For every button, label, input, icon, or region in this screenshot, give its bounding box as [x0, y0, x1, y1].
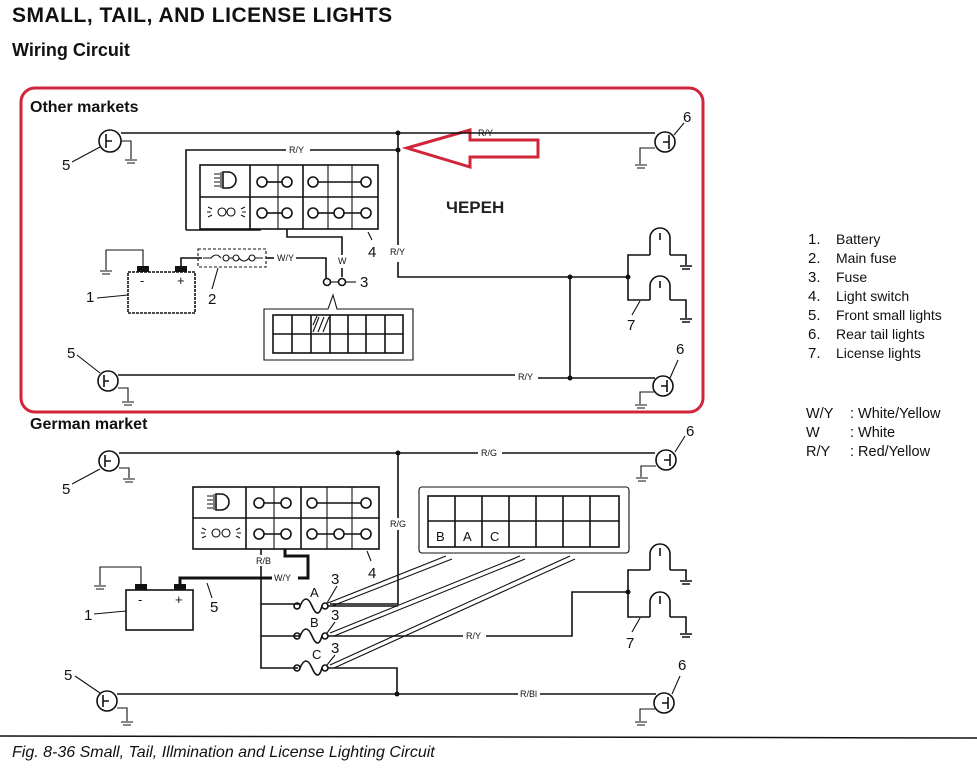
part-number-6: 6 — [683, 109, 691, 126]
front-light-icon — [76, 354, 134, 406]
wire-label-ry: R/Y — [289, 145, 304, 155]
legend-item: 5.Front small lights — [808, 307, 942, 324]
wire-label-wy: W/Y — [274, 573, 291, 583]
wire-label-rg: R/G — [390, 519, 406, 529]
wire-label-rg: R/G — [481, 448, 497, 458]
battery-icon: - + — [94, 566, 194, 631]
battery-positive: + — [175, 592, 183, 607]
part-number-3: 3 — [331, 571, 339, 588]
part-number-5: 5 — [210, 599, 218, 616]
front-light-icon — [74, 675, 133, 726]
headlight-icon — [214, 171, 237, 189]
part-number-5: 5 — [67, 345, 75, 362]
annotation-text: ЧЕРЕН — [446, 198, 505, 217]
fuse-c — [293, 660, 329, 676]
legend-item: 1.Battery — [808, 231, 881, 248]
front-light-icon — [71, 129, 137, 164]
fuse-box-label-a: A — [463, 529, 472, 544]
wire-label-ry: R/Y — [466, 631, 481, 641]
part-number-7: 7 — [627, 317, 635, 334]
page-title: SMALL, TAIL, AND LICENSE LIGHTS — [12, 4, 393, 27]
page-subtitle: Wiring Circuit — [12, 40, 130, 60]
wire-label-w: W — [338, 256, 347, 266]
part-number-6: 6 — [678, 657, 686, 674]
battery-positive: + — [177, 273, 185, 288]
part-number-3: 3 — [331, 640, 339, 657]
headlight-icon — [207, 493, 230, 511]
small-light-icon — [207, 206, 246, 218]
light-switch — [192, 486, 380, 550]
part-number-1: 1 — [84, 607, 92, 624]
fuse-box: B A C — [418, 486, 630, 554]
wire-label-rbl: R/Bl — [520, 689, 537, 699]
fuse-box-label-b: B — [436, 529, 445, 544]
wire-color-codes: W/Y: White/Yellow W: White R/Y: Red/Yell… — [806, 405, 941, 462]
fuse-label-b: B — [310, 615, 319, 630]
light-switch — [199, 164, 379, 230]
german-market-circuit: 5 R/G R/G 6 — [62, 423, 694, 726]
section-label-other-markets: Other markets — [30, 99, 139, 116]
rear-light-icon — [635, 359, 679, 409]
part-number-6: 6 — [676, 341, 684, 358]
wire-label-wy: W/Y — [277, 253, 294, 263]
part-number-5: 5 — [64, 667, 72, 684]
wire-code-row: R/Y: Red/Yellow — [806, 444, 931, 460]
wire-code-row: W: White — [806, 425, 896, 441]
highlight-frame — [19, 86, 705, 414]
wire-label-ry: R/Y — [390, 247, 405, 257]
part-number-4: 4 — [368, 565, 376, 582]
battery-negative: - — [140, 273, 144, 288]
legend-item: 6.Rear tail lights — [808, 326, 925, 343]
part-number-2: 2 — [208, 291, 216, 308]
part-number-3: 3 — [360, 274, 368, 291]
section-label-german-market: German market — [30, 416, 148, 433]
part-number-6: 6 — [686, 423, 694, 440]
rear-light-icon — [636, 435, 686, 482]
wire-code-row: W/Y: White/Yellow — [806, 406, 941, 422]
figure-caption: Fig. 8-36 Small, Tail, Illmination and L… — [12, 744, 435, 761]
small-light-icon — [201, 527, 241, 539]
part-number-5: 5 — [62, 481, 70, 498]
component-legend: 1.Battery 2.Main fuse 3.Fuse 4.Light swi… — [808, 230, 942, 363]
other-markets-circuit: 5 R/Y 6 R/Y R/Y — [62, 109, 692, 409]
part-number-7: 7 — [626, 635, 634, 652]
license-light-icon — [625, 543, 692, 638]
caption-divider — [0, 735, 977, 739]
legend-item: 2.Main fuse — [808, 250, 897, 267]
wire-label-ry: R/Y — [478, 128, 493, 138]
fuse-box-label-c: C — [490, 529, 499, 544]
wire-label-ry: R/Y — [518, 372, 533, 382]
fuse-box — [263, 293, 414, 361]
highlight-arrow-icon — [401, 128, 540, 170]
part-number-5: 5 — [62, 157, 70, 174]
rear-light-icon — [635, 675, 681, 726]
part-number-4: 4 — [368, 244, 376, 261]
legend-item: 3.Fuse — [808, 269, 868, 286]
fuse-label-c: C — [312, 647, 321, 662]
wire-label-rb: R/B — [256, 556, 271, 566]
legend-item: 4.Light switch — [808, 288, 910, 305]
battery-negative: - — [138, 592, 142, 607]
fuse-label-a: A — [310, 585, 319, 600]
part-number-3: 3 — [331, 607, 339, 624]
front-light-icon — [71, 450, 135, 485]
rear-light-icon — [635, 122, 685, 169]
part-number-1: 1 — [86, 289, 94, 306]
battery-icon: - + — [100, 249, 196, 314]
fuse-a — [293, 598, 329, 614]
legend-item: 7.License lights — [808, 345, 921, 362]
license-light-icon — [625, 227, 692, 323]
